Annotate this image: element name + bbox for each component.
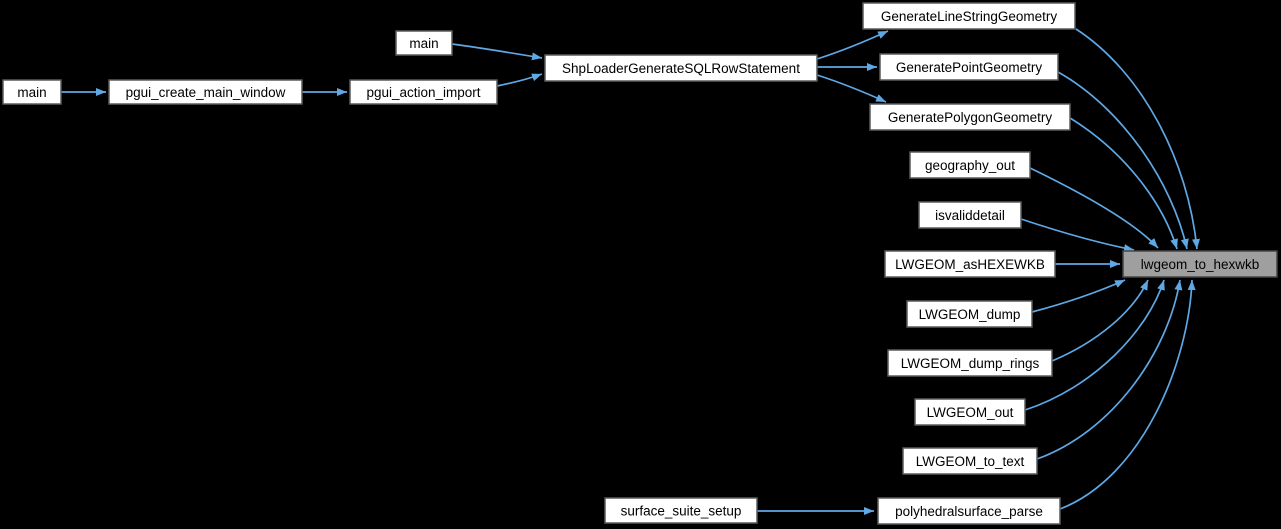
node-box-polyhedralsurface-parse[interactable] (877, 497, 1061, 525)
node-polyhedralsurface-parse[interactable]: polyhedralsurface_parse (877, 497, 1061, 525)
edge-generate-point-geometry-to-lwgeom-to-hexwkb (1057, 71, 1189, 250)
node-label-lwgeom-ashexewkb: LWGEOM_asHEXEWKB (895, 257, 1045, 272)
node-label-lwgeom-to-hexwkb: lwgeom_to_hexwkb (1141, 257, 1260, 272)
edge-pgui-action-import-to-shploader-generate-sql-row-statement (496, 73, 543, 87)
node-main-caller[interactable]: main (2, 79, 62, 105)
node-lwgeom-to-hexwkb: lwgeom_to_hexwkb (1122, 250, 1278, 278)
edge-generate-linestring-geometry-to-lwgeom-to-hexwkb (1075, 28, 1200, 250)
node-shploader-generate-sql-row-statement[interactable]: ShpLoaderGenerateSQLRowStatement (544, 54, 818, 82)
node-surface-suite-setup[interactable]: surface_suite_setup (604, 497, 758, 524)
node-label-generate-point-geometry: GeneratePointGeometry (896, 60, 1043, 75)
node-geography-out[interactable]: geography_out (909, 151, 1031, 179)
edge-lwgeom-to-text-to-lwgeom-to-hexwkb (1036, 279, 1183, 460)
node-label-geography-out: geography_out (925, 158, 1015, 173)
node-box-generate-polygon-geometry[interactable] (869, 103, 1071, 131)
node-label-lwgeom-dump-rings: LWGEOM_dump_rings (901, 356, 1040, 371)
node-label-surface-suite-setup: surface_suite_setup (621, 504, 742, 519)
node-pgui-create-main-window[interactable]: pgui_create_main_window (108, 79, 303, 105)
node-main-top[interactable]: main (395, 30, 453, 56)
node-generate-polygon-geometry[interactable]: GeneratePolygonGeometry (869, 103, 1071, 131)
edge-lwgeom-dump-rings-to-lwgeom-to-hexwkb (1051, 279, 1149, 362)
node-box-lwgeom-out[interactable] (914, 398, 1026, 426)
node-label-generate-linestring-geometry: GenerateLineStringGeometry (881, 9, 1058, 24)
node-pgui-action-import[interactable]: pgui_action_import (349, 79, 498, 105)
node-box-pgui-create-main-window[interactable] (108, 79, 303, 105)
node-box-generate-point-geometry[interactable] (879, 53, 1059, 81)
edge-geography-out-to-lwgeom-to-hexwkb (1029, 167, 1159, 249)
node-box-main-caller[interactable] (2, 79, 62, 105)
node-label-main-top: main (409, 36, 438, 51)
node-box-isvaliddetail[interactable] (918, 201, 1022, 229)
edge-isvaliddetail-to-lwgeom-to-hexwkb (1020, 218, 1135, 253)
node-box-geography-out[interactable] (909, 151, 1031, 179)
node-label-isvaliddetail: isvaliddetail (935, 208, 1005, 223)
edge-lwgeom-out-to-lwgeom-to-hexwkb (1024, 279, 1165, 411)
node-label-lwgeom-out: LWGEOM_out (927, 405, 1014, 420)
node-box-lwgeom-to-hexwkb (1122, 250, 1278, 278)
node-box-lwgeom-to-text[interactable] (902, 447, 1038, 475)
node-label-main-caller: main (17, 85, 46, 100)
node-lwgeom-to-text[interactable]: LWGEOM_to_text (902, 447, 1038, 475)
edge-shploader-generate-sql-row-statement-to-generate-polygon-geometry (816, 74, 887, 103)
node-isvaliddetail[interactable]: isvaliddetail (918, 201, 1022, 229)
node-label-lwgeom-dump: LWGEOM_dump (919, 307, 1021, 322)
node-box-main-top[interactable] (395, 30, 453, 56)
edge-layer (61, 28, 1200, 515)
node-box-lwgeom-ashexewkb[interactable] (884, 250, 1056, 278)
node-box-pgui-action-import[interactable] (349, 79, 498, 105)
node-lwgeom-ashexewkb[interactable]: LWGEOM_asHEXEWKB (884, 250, 1056, 278)
node-label-shploader-generate-sql-row-statement: ShpLoaderGenerateSQLRowStatement (562, 61, 800, 76)
node-label-polyhedralsurface-parse: polyhedralsurface_parse (895, 504, 1043, 519)
node-label-pgui-create-main-window: pgui_create_main_window (126, 85, 286, 100)
edge-shploader-generate-sql-row-statement-to-generate-linestring-geometry (816, 30, 889, 60)
node-label-lwgeom-to-text: LWGEOM_to_text (916, 454, 1025, 469)
node-box-lwgeom-dump[interactable] (906, 300, 1033, 328)
node-lwgeom-out[interactable]: LWGEOM_out (914, 398, 1026, 426)
edge-generate-polygon-geometry-to-lwgeom-to-hexwkb (1069, 117, 1178, 250)
node-generate-point-geometry[interactable]: GeneratePointGeometry (879, 53, 1059, 81)
node-lwgeom-dump-rings[interactable]: LWGEOM_dump_rings (887, 349, 1053, 377)
node-label-generate-polygon-geometry: GeneratePolygonGeometry (888, 110, 1053, 125)
edge-polyhedralsurface-parse-to-lwgeom-to-hexwkb (1059, 279, 1196, 510)
node-box-surface-suite-setup[interactable] (604, 497, 758, 524)
node-box-shploader-generate-sql-row-statement[interactable] (544, 54, 818, 82)
node-box-generate-linestring-geometry[interactable] (862, 2, 1076, 30)
edge-main-top-to-shploader-generate-sql-row-statement (451, 43, 543, 61)
node-box-lwgeom-dump-rings[interactable] (887, 349, 1053, 377)
edge-lwgeom-dump-to-lwgeom-to-hexwkb (1031, 279, 1126, 313)
node-lwgeom-dump[interactable]: LWGEOM_dump (906, 300, 1033, 328)
node-generate-linestring-geometry[interactable]: GenerateLineStringGeometry (862, 2, 1076, 30)
node-label-pgui-action-import: pgui_action_import (366, 85, 480, 100)
